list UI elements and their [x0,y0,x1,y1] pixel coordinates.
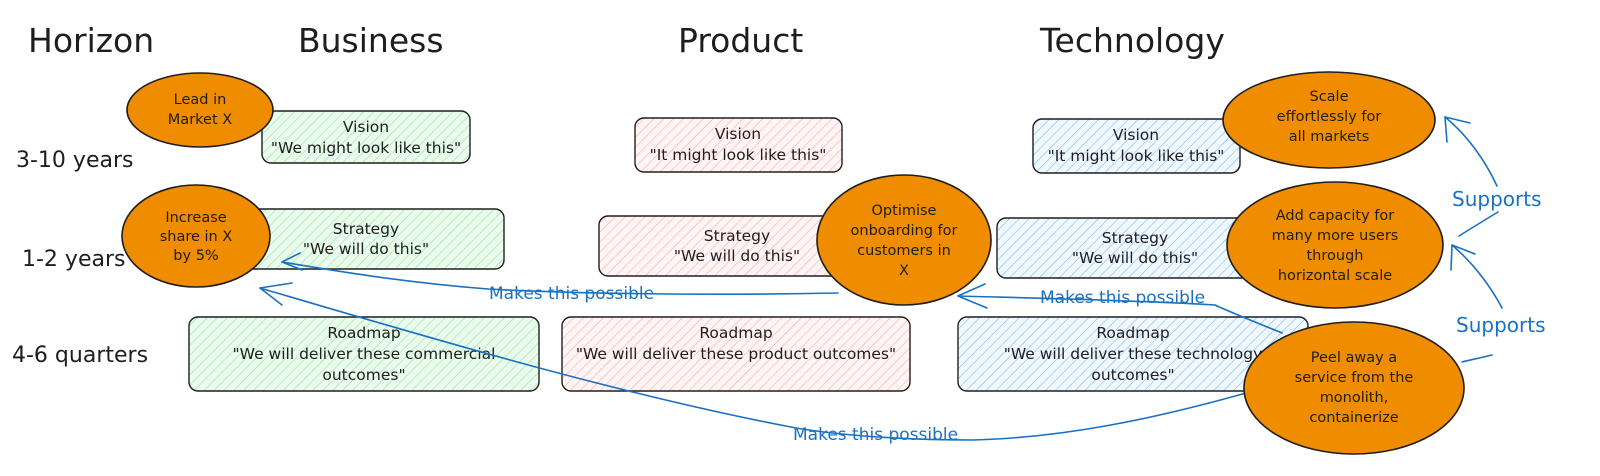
business-roadmap-box: Roadmap "We will deliver these commercia… [188,316,540,392]
box-quote-cont: outcomes" [322,366,405,384]
ellipse-line: Add capacity for [1276,208,1394,224]
ellipse-line: Lead in [174,92,227,108]
box-quote: "We will deliver these commercial [233,345,496,363]
business-vision-box: Vision "We might look like this" [261,110,471,164]
ellipse-increase-share: Increase share in X by 5% [121,184,271,288]
arrow-technology-to-product [957,283,1283,334]
box-title: Vision [715,125,761,143]
label-makes-possible-product: Makes this possible [489,284,654,304]
box-title: Strategy [333,220,399,238]
header-technology: Technology [1039,21,1225,60]
box-title: Roadmap [327,324,400,342]
box-title: Strategy [704,227,770,245]
ellipse-line: horizontal scale [1278,268,1392,284]
ellipse-line: Market X [168,112,232,128]
product-vision-box: Vision "It might look like this" [634,117,843,173]
ellipse-line: X [899,263,909,279]
row-label-1-2-years: 1-2 years [22,247,125,272]
box-quote: "We will deliver these technology [1004,345,1263,363]
ellipse-optimise-onboarding: Optimise onboarding for customers in X [816,174,992,306]
ellipse-line: Optimise [872,203,937,219]
box-quote: "We will deliver these product outcomes" [576,345,896,363]
arrow-supports-lower [1450,244,1503,363]
box-title: Roadmap [1096,324,1169,342]
box-title: Roadmap [699,324,772,342]
ellipse-line: by 5% [173,248,218,264]
box-quote: "We will do this" [1072,249,1198,267]
ellipse-line: Scale [1309,89,1348,105]
ellipse-line: customers in [857,243,951,259]
ellipse-line: service from the [1295,370,1414,386]
ellipse-scale-effortlessly: Scale effortlessly for all markets [1222,71,1436,169]
row-label-4-6-quarters: 4-6 quarters [12,343,148,368]
box-quote: "It might look like this" [650,146,827,164]
ellipse-line: monolith, [1320,390,1389,406]
ellipse-line: containerize [1309,410,1398,426]
row-label-3-10-years: 3-10 years [16,148,133,173]
technology-roadmap-box: Roadmap "We will deliver these technolog… [957,316,1309,392]
header-business: Business [298,21,444,60]
technology-vision-box: Vision "It might look like this" [1032,118,1241,174]
ellipse-line: Increase [165,210,226,226]
product-strategy-box: Strategy "We will do this" [598,215,860,277]
box-quote: "It might look like this" [1048,147,1225,165]
header-product: Product [678,21,803,60]
ellipse-line: onboarding for [851,223,958,239]
label-supports-upper: Supports [1452,187,1541,211]
ellipse-line: many more users [1272,228,1399,244]
product-roadmap-box: Roadmap "We will deliver these product o… [561,316,911,392]
box-quote: "We will do this" [303,240,429,258]
box-title: Vision [1113,126,1159,144]
ellipse-line: through [1307,248,1364,264]
ellipse-lead-in-market: Lead in Market X [126,72,274,148]
arrow-supports-upper [1444,116,1499,237]
label-supports-lower: Supports [1456,313,1545,337]
ellipse-peel-away-service: Peel away a service from the monolith, c… [1243,321,1465,455]
box-quote-cont: outcomes" [1091,366,1174,384]
box-quote: "We will do this" [674,247,800,265]
label-makes-possible-roadmap: Makes this possible [793,425,958,445]
box-quote: "We might look like this" [271,139,461,157]
ellipse-line: share in X [160,229,233,245]
ellipse-line: Peel away a [1311,350,1397,366]
ellipse-line: effortlessly for [1277,109,1382,125]
arrow-technology-to-business [259,282,1247,441]
box-title: Strategy [1102,229,1168,247]
technology-strategy-box: Strategy "We will do this" [996,217,1258,279]
business-strategy-box: Strategy "We will do this" [243,208,505,270]
ellipse-add-capacity: Add capacity for many more users through… [1226,181,1444,309]
arrow-product-to-business [281,252,839,296]
header-horizon: Horizon [28,21,154,60]
ellipse-line: all markets [1289,129,1370,145]
label-makes-possible-technology: Makes this possible [1040,288,1205,308]
box-title: Vision [343,118,389,136]
